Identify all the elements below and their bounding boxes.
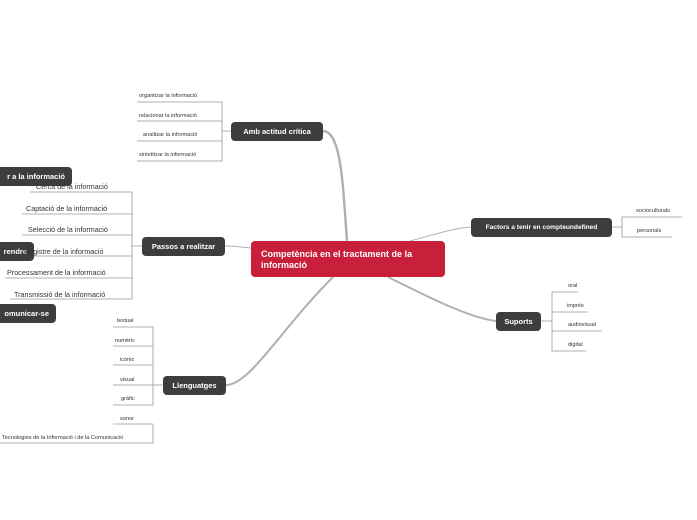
leaf-seleccio[interactable]: Selecció de la informació <box>28 225 108 234</box>
branch-amb-actitud-critica[interactable]: Amb actitud crítica <box>231 122 323 141</box>
leaf-audiovisual[interactable]: audiovisual <box>568 322 596 328</box>
leaf-grafic[interactable]: gràfic <box>121 396 135 402</box>
connector-factors <box>409 226 472 242</box>
branch-label: r a la informació <box>7 172 65 181</box>
leaf-transmissio[interactable]: Transmissió de la informació <box>14 290 106 299</box>
leaf-iconic[interactable]: icònic <box>120 357 135 363</box>
llenguatges-leaf-lines <box>0 326 163 444</box>
connector-critica <box>322 129 349 242</box>
suports-leaf-lines <box>541 291 602 352</box>
central-topic-line1: Competència en el tractament de <box>261 249 403 259</box>
branch-label: Factors a tenir en compteundefined <box>485 224 598 231</box>
central-topic[interactable]: Competència en el tractament de la infor… <box>251 241 445 277</box>
branch-factors-a-tenir-en-compte[interactable]: Factors a tenir en compteundefined <box>471 218 612 237</box>
leaf-tic[interactable]: Tecnologies de la Informació i de la Com… <box>2 435 124 441</box>
branch-passos-a-realitzar[interactable]: Passos a realitzar <box>142 237 225 256</box>
leaf-sonor[interactable]: sonor <box>120 416 134 422</box>
leaf-relacionar[interactable]: relacionar la informació <box>139 113 197 119</box>
leaf-oral[interactable]: oral <box>568 283 578 289</box>
branch-label: rendre <box>3 247 27 256</box>
leaf-organitzar[interactable]: organitzar la informació <box>139 93 198 99</box>
leaf-registre[interactable]: Registre de la informació <box>24 247 104 256</box>
branch-label: Suports <box>504 317 533 326</box>
leaf-visual[interactable]: visual <box>120 377 135 383</box>
branch-label: Llenguatges <box>172 381 217 390</box>
branch-left-cut-informacio[interactable]: r a la informació <box>0 167 72 186</box>
leaf-cerca[interactable]: Cerca de la informació <box>36 182 108 191</box>
connector-passos <box>224 245 252 249</box>
leaf-digital[interactable]: digital <box>568 342 583 348</box>
leaf-processament[interactable]: Processament de la informació <box>7 268 106 277</box>
leaf-socioculturals[interactable]: socioculturals <box>636 208 670 214</box>
central-topic-line2: la informació <box>261 249 413 270</box>
branch-left-cut-comunicar[interactable]: omunicar-se <box>0 304 56 323</box>
connector-suports <box>387 276 497 322</box>
branch-left-cut-aprendre[interactable]: rendre <box>0 242 34 261</box>
leaf-personals[interactable]: personals <box>637 228 662 234</box>
branch-llenguatges[interactable]: Llenguatges <box>163 376 226 395</box>
critica-leaf-lines <box>137 101 231 162</box>
leaf-textual[interactable]: textual <box>117 318 134 324</box>
connector-llenguatges <box>225 276 334 386</box>
leaf-numeric[interactable]: numèric <box>115 338 135 344</box>
branch-label: Passos a realitzar <box>151 242 216 251</box>
leaf-captacio[interactable]: Captació de la informació <box>26 204 108 213</box>
factors-leaf-lines <box>612 216 682 238</box>
branch-suports[interactable]: Suports <box>496 312 541 331</box>
branch-label: Amb actitud crítica <box>243 127 311 136</box>
branch-label: omunicar-se <box>4 309 49 318</box>
leaf-analitzar[interactable]: analitzar la informació <box>143 132 198 138</box>
leaf-sintetitzar[interactable]: sintetitzar la informació <box>139 152 197 158</box>
passos-leaf-lines <box>5 191 142 300</box>
leaf-impres[interactable]: imprès <box>567 303 584 309</box>
